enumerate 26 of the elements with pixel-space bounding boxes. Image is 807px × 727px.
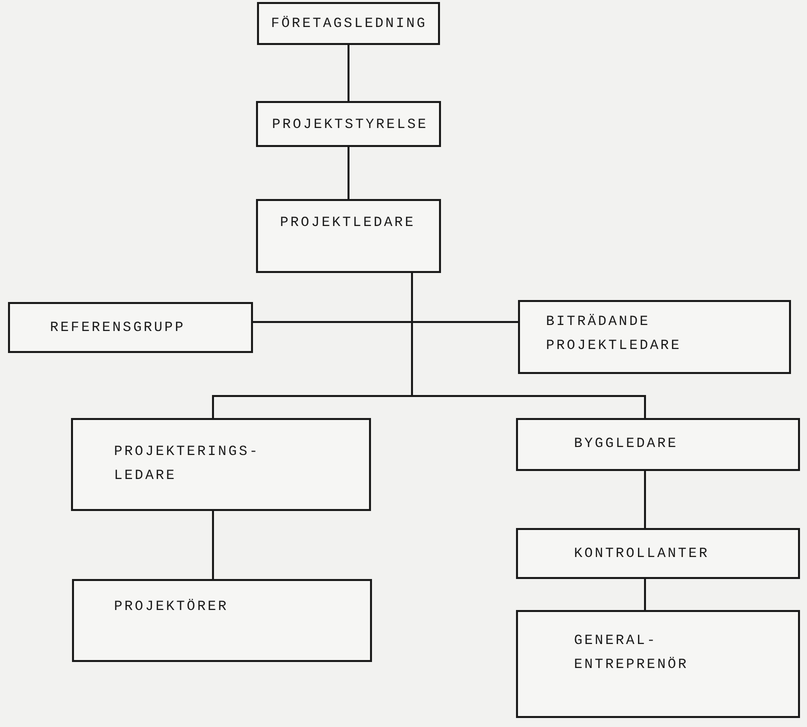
connector-line: [644, 579, 646, 610]
org-box: [518, 300, 791, 374]
org-box: [516, 610, 800, 718]
role-label: FÖRETAGSLEDNING: [271, 14, 428, 34]
org-box: [516, 418, 800, 471]
connector-line: [348, 147, 350, 199]
connector-line: [644, 471, 646, 528]
role-label: PROJEKTERINGS- LEDARE: [114, 443, 261, 486]
role-label: KONTROLLANTER: [574, 545, 710, 564]
org-box: [71, 418, 371, 511]
role-label: GENERAL- ENTREPRENÖR: [574, 632, 690, 675]
org-box: [72, 579, 372, 662]
role-label: PROJEKTÖRER: [114, 598, 228, 617]
org-box: [256, 199, 441, 273]
org-box: [516, 528, 800, 579]
connector-line: [212, 511, 214, 579]
connector-line: [348, 45, 350, 101]
connector-line: [411, 273, 646, 418]
org-box: [256, 101, 441, 147]
role-label: PROJEKTLEDARE: [280, 214, 416, 233]
role-label: BITRÄDANDE PROJEKTLEDARE: [546, 312, 682, 356]
org-box: [257, 2, 440, 45]
role-label: PROJEKTSTYRELSE: [272, 116, 428, 135]
org-box: [8, 302, 253, 353]
role-label: BYGGLEDARE: [574, 435, 678, 454]
role-label: REFERENSGRUPP: [50, 319, 186, 338]
